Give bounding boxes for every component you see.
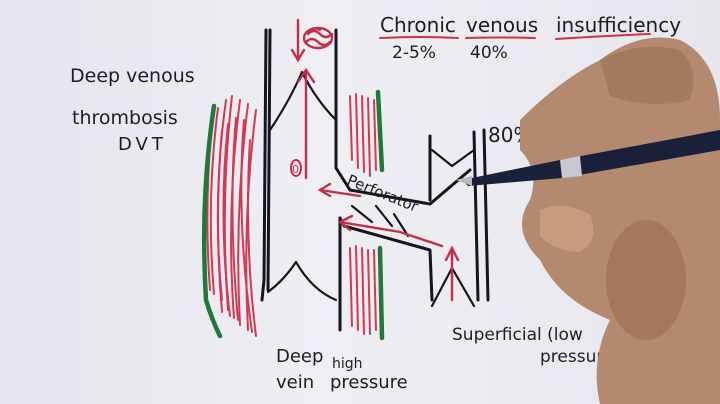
flow-arrow-perforator-upper <box>337 214 444 248</box>
muscle-outline-left <box>201 103 223 339</box>
hand-holding-pen <box>520 37 720 404</box>
perforator-upper-wall <box>348 168 472 206</box>
stat-2-5-percent: 2-5% <box>392 43 436 63</box>
label-vein: vein <box>276 372 314 393</box>
label-dvt: DVT <box>118 134 167 155</box>
muscle-outline-middle-lower <box>377 245 385 341</box>
deep-vein-left-wall-inner <box>266 28 272 292</box>
muscle-hatch-middle-upper <box>349 93 377 177</box>
title-venous: venous <box>466 13 538 37</box>
underline-insufficiency <box>555 33 651 40</box>
deep-vein-right-wall <box>334 28 352 192</box>
fountain-pen <box>456 130 720 186</box>
deep-valve-upper <box>268 70 338 132</box>
superficial-right-wall <box>482 128 490 302</box>
label-pressure-high: pressure <box>330 372 408 393</box>
label-high: high <box>332 356 363 372</box>
perforator-valve-marks <box>350 204 410 238</box>
superficial-left-wall <box>472 130 480 302</box>
muscle-outline-middle-upper <box>375 89 385 173</box>
deep-valve-lower <box>266 260 338 302</box>
deep-vein-left-wall <box>260 28 268 302</box>
thrombus-clot <box>302 26 334 50</box>
flow-arrow-down-top <box>290 18 306 63</box>
label-thrombosis: thrombosis <box>72 107 178 129</box>
label-superficial-low: Superficial (low <box>452 325 583 345</box>
stat-40-percent: 40% <box>470 43 508 63</box>
muscle-hatch-middle-lower <box>349 245 377 335</box>
title-insufficiency: insufficiency <box>556 13 681 37</box>
muscle-hatch-left <box>206 95 257 337</box>
title-chronic: Chronic <box>380 13 456 37</box>
flow-arrow-up-deep <box>296 67 316 180</box>
superficial-valve-upper <box>430 148 476 168</box>
underline-chronic <box>379 36 459 39</box>
flow-arrow-superficial <box>444 245 460 302</box>
flow-arrow-perforator-left <box>317 182 362 198</box>
underline-venous <box>465 36 536 39</box>
label-deep-venous: Deep venous <box>70 65 195 87</box>
zero-mark-text: 0 <box>292 163 299 176</box>
zero-flow-mark <box>290 159 302 177</box>
label-deep: Deep <box>276 346 323 367</box>
